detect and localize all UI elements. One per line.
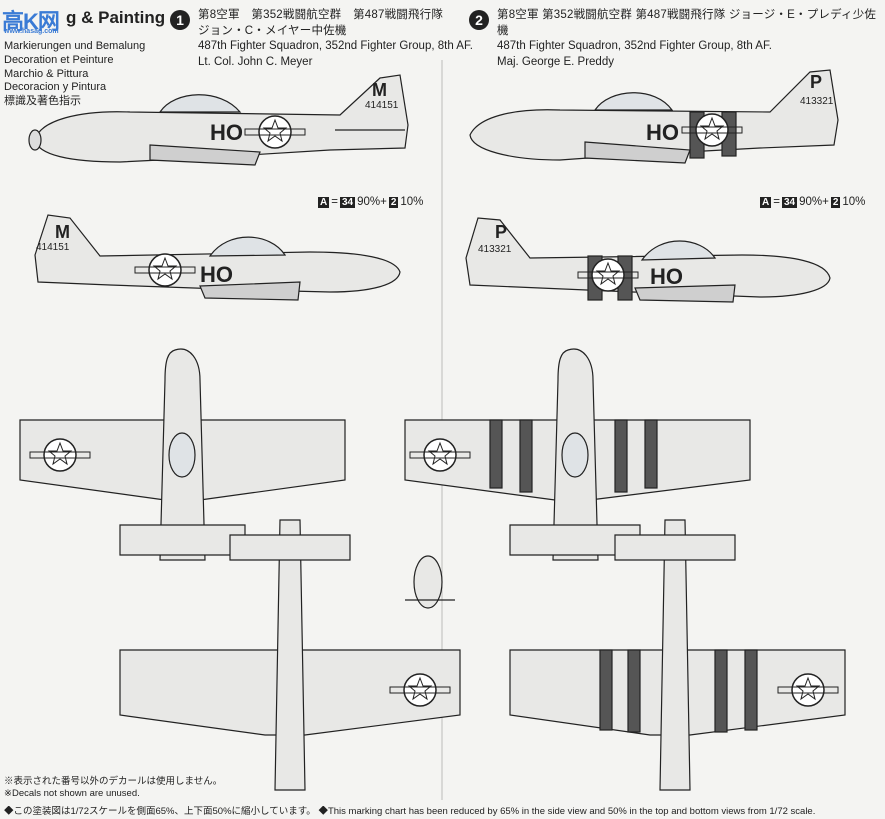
scheme2-fuselage-code: HO xyxy=(646,120,679,145)
scheme1-right-profile xyxy=(34,214,401,301)
header-subtitles: Markierungen und Bemalung Decoration et … xyxy=(4,40,146,107)
scheme2-right-profile xyxy=(465,217,831,303)
scheme-2-caption: 第8空軍 第352戦闘航空群 第487戦闘飛行隊 ジョージ・E・プレディ少佐機 … xyxy=(497,9,877,68)
front-view xyxy=(405,555,455,609)
scheme1-top-view xyxy=(19,348,346,561)
scheme-1-badge: 1 xyxy=(170,10,190,30)
scheme1-bottom-view xyxy=(119,519,461,791)
header: g & Painting xyxy=(66,8,165,28)
page-title: g & Painting xyxy=(66,8,166,27)
scheme2-top-view xyxy=(404,348,751,561)
scheme1-tail-code: M xyxy=(372,80,387,100)
scheme1-serial-2: 414151 xyxy=(36,242,70,253)
note-scale: ◆この塗装図は1/72スケールを側面65%、上下面50%に縮小しています。 ◆T… xyxy=(4,806,816,817)
scheme1-left-profile xyxy=(28,74,409,166)
scheme2-serial: 413321 xyxy=(800,96,834,107)
scheme1-fuselage-code-2: HO xyxy=(200,262,233,287)
scheme2-fuselage-code-2: HO xyxy=(650,264,683,289)
scheme2-tail-code-2: P xyxy=(495,222,508,242)
scheme2-serial-2: 413321 xyxy=(478,244,512,255)
scheme1-serial: 414151 xyxy=(365,100,399,111)
site-logo: 高K网 www.hasag.com xyxy=(2,9,60,35)
scheme2-left-profile xyxy=(469,69,839,164)
scheme1-tail-code-2: M xyxy=(55,222,70,242)
scheme-1-caption: 第8空軍 第352戦闘航空群 第487戦闘飛行隊 ジョン・C・メイヤー中佐機 4… xyxy=(198,9,473,68)
color-mix-right: A = 34 90%+ 2 10% xyxy=(760,196,866,208)
note-unused-decals: ※表示された番号以外のデカールは使用しません。 ※Decals not show… xyxy=(4,776,223,800)
scheme-2-badge: 2 xyxy=(469,10,489,30)
color-mix-left: A = 34 90%+ 2 10% xyxy=(318,196,424,208)
scheme1-fuselage-code: HO xyxy=(210,120,243,145)
scheme2-tail-code: P xyxy=(810,72,823,92)
scheme2-bottom-view xyxy=(509,519,846,791)
